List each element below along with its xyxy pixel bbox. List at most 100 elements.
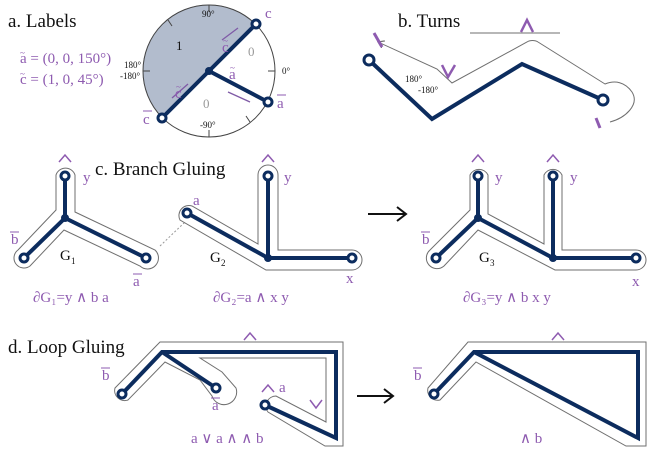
g3-edge-bottom	[477, 216, 636, 260]
g1-node-top	[59, 170, 71, 182]
panel-d: d. Loop Gluing b a a a ∨ a ∧ ∧ b	[8, 331, 647, 447]
loop-left-label-b: b	[102, 368, 110, 384]
turn-path	[367, 58, 604, 122]
panel-b-title: b. Turns	[398, 11, 460, 32]
angle-90: 90°	[202, 9, 215, 19]
glue-arrowhead-c	[396, 206, 408, 222]
loop-left-label-a-mid: a	[212, 398, 219, 414]
panel-d-title: d. Loop Gluing	[8, 337, 125, 358]
boundary-g3: ∂G₃=y ∧ b x y	[463, 290, 551, 306]
tilde-a-mark: ~	[230, 63, 235, 73]
g3-label-y1: y	[495, 170, 503, 186]
g2-node-right	[346, 252, 358, 264]
graph-g2: y a x G 2	[178, 153, 363, 287]
loop-left-vee	[309, 399, 323, 410]
turn-angle-neg180: -180°	[418, 85, 438, 95]
region-0-bottom: 0	[203, 96, 210, 111]
loop-left-label-a-top: a	[279, 380, 286, 396]
glue-arrowhead-d	[383, 388, 395, 404]
loop-left-node-2	[210, 382, 222, 394]
loop-right-node	[428, 388, 440, 400]
glue-arrow-c-text: →	[378, 218, 379, 220]
tilde-eq-c: ~	[20, 69, 25, 79]
g1-edge-right	[64, 216, 147, 260]
vee-mid	[440, 64, 457, 80]
c-tilde-arrow	[221, 27, 239, 41]
loop-right-wedge	[551, 331, 565, 341]
g2-ribbon	[178, 164, 363, 271]
g2-label-a: a	[193, 193, 200, 209]
label-c-top: c	[265, 6, 272, 22]
label-a-tilde: a	[229, 67, 236, 83]
turn-ribbon	[378, 40, 635, 123]
loop-left-node-1	[116, 388, 128, 400]
g2-name: G	[210, 250, 221, 266]
node-c-top	[250, 18, 262, 30]
loop-left-wedge-small	[261, 383, 275, 393]
loop-right-ribbon	[427, 341, 647, 447]
loop-left-branch	[160, 350, 218, 390]
tick-120	[167, 19, 173, 27]
turn-angle-180: 180°	[405, 74, 423, 84]
g3-ribbon	[425, 168, 647, 271]
turn-marker-right	[594, 117, 602, 129]
g3-node-right	[630, 252, 642, 264]
g2-label-y: y	[284, 170, 292, 186]
g3-node-top-right	[547, 170, 559, 182]
node-a	[262, 96, 274, 108]
g3-edge-left	[434, 176, 480, 260]
loop-left: b a a a ∨ a ∧ ∧ b	[101, 331, 344, 447]
edge-c-top	[207, 22, 258, 73]
graph-g3: y y b x G 3	[421, 153, 647, 290]
edge-c-bottom	[160, 69, 211, 120]
angle-0: 0°	[282, 66, 291, 76]
tilde-eq-a: ~	[20, 48, 25, 58]
center-node	[205, 67, 213, 75]
g3-name: G	[479, 250, 490, 266]
boundary-g2: ∂G₂=a ∧ x y	[213, 290, 289, 306]
g2-center	[264, 254, 272, 262]
equation-a: a = (0, 0, 150°)	[20, 51, 111, 67]
loop-right-label-b: b	[414, 368, 422, 384]
angle-180: 180°	[124, 60, 142, 70]
turn-node-left	[362, 53, 376, 67]
equation-c: c = (1, 0, 45°)	[20, 72, 104, 88]
g3-center-left	[474, 214, 482, 222]
g3-center-right	[549, 254, 557, 262]
a-arrow	[227, 91, 251, 103]
tilde-c-mark: ~	[223, 36, 228, 46]
loop-left-boundary: a ∨ a ∧ ∧ b	[191, 431, 264, 447]
c-lower-arrow	[171, 83, 189, 99]
g2-wedge	[261, 153, 275, 163]
g1-ribbon	[13, 167, 159, 270]
g2-edge-path	[186, 176, 270, 262]
g1-center	[61, 214, 69, 222]
edge-a	[208, 69, 269, 104]
g3-label-x: x	[632, 274, 640, 290]
panel-c-title: c. Branch Gluing	[95, 159, 226, 180]
label-c-lower-tilde: c	[175, 86, 182, 102]
g3-label-b: b	[422, 232, 430, 248]
panel-a: a. Labels c c ~ c ~ a ~ a c 1 0	[8, 4, 291, 138]
g1-node-right	[140, 252, 152, 264]
g1-label-y: y	[83, 170, 91, 186]
g1-label-b: b	[11, 232, 19, 248]
g2-node-top	[262, 170, 274, 182]
tilde-c-lower-mark: ~	[176, 82, 181, 92]
shaded-sector	[142, 4, 256, 118]
label-c-bottom: c	[143, 112, 150, 128]
g1-edge-left	[22, 176, 67, 260]
angle-neg180: -180°	[120, 71, 140, 81]
wedge-top	[519, 17, 535, 33]
label-a-right: a	[277, 96, 284, 112]
turn-node-right	[596, 93, 610, 107]
g1-node-left	[18, 252, 30, 264]
g2-node-left	[181, 207, 193, 219]
g2-label-x: x	[346, 271, 354, 287]
loop-left-path	[120, 350, 338, 442]
g1-sub: 1	[71, 256, 76, 266]
g3-node-left	[430, 252, 442, 264]
region-0-right: 0	[248, 44, 255, 59]
